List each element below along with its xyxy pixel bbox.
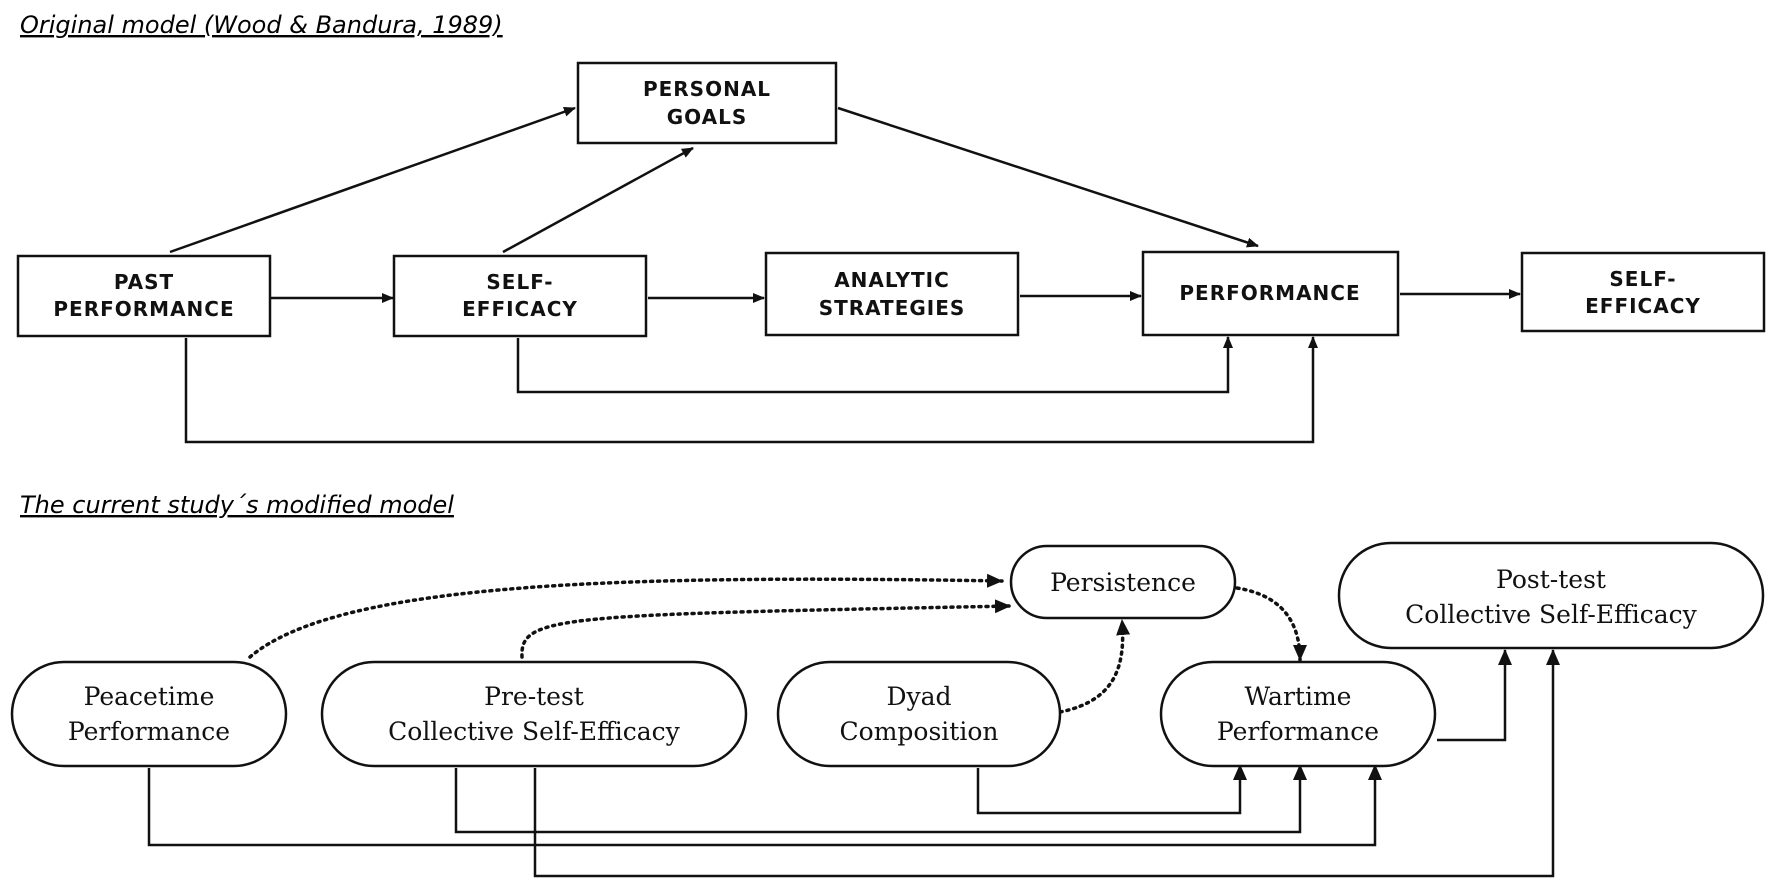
box-self-efficacy-line2: EFFICACY xyxy=(462,297,578,321)
oval-persistence-line1: Persistence xyxy=(1050,568,1196,597)
oval-peacetime-line2: Performance xyxy=(68,717,230,746)
oval-wartime-line1: Wartime xyxy=(1245,682,1352,711)
arrow-dyad-to-wartime xyxy=(976,764,1247,815)
oval-post-test-line2: Collective Self-Efficacy xyxy=(1405,600,1698,629)
oval-post-test-line1: Post-test xyxy=(1496,565,1606,594)
arrow-efficacy-to-goals xyxy=(502,146,694,254)
modified-model-solid-connectors xyxy=(147,649,1560,878)
oval-persistence: Persistence xyxy=(1009,544,1237,620)
oval-post-test: Post-test Collective Self-Efficacy xyxy=(1337,541,1765,650)
box-performance-line1: PERFORMANCE xyxy=(1179,281,1360,305)
box-self-efficacy: SELF- EFFICACY xyxy=(392,254,648,338)
box-analytic-strategies: ANALYTIC STRATEGIES xyxy=(764,251,1020,337)
box-self-efficacy-out-line2: EFFICACY xyxy=(1585,294,1701,318)
original-model-heading: Original model (Wood & Bandura, 1989) xyxy=(20,11,503,39)
box-past-performance: PAST PERFORMANCE xyxy=(16,254,272,338)
box-past-performance-line1: PAST xyxy=(114,270,174,294)
arrow-efficacy-bottom-to-performance xyxy=(516,336,1233,394)
box-performance: PERFORMANCE xyxy=(1141,250,1400,337)
oval-dyad-line1: Dyad xyxy=(886,682,951,711)
arrow-pretest-to-posttest xyxy=(533,649,1560,878)
box-self-efficacy-line1: SELF- xyxy=(486,270,553,294)
arrow-pretest-to-wartime xyxy=(454,764,1307,834)
box-self-efficacy-out: SELF- EFFICACY xyxy=(1520,251,1766,333)
box-self-efficacy-out-line1: SELF- xyxy=(1609,267,1676,291)
modified-model-dotted-connectors xyxy=(248,573,1307,714)
oval-pre-test-line2: Collective Self-Efficacy xyxy=(388,717,681,746)
dotted-arrow-peacetime-to-persistence xyxy=(248,573,1004,659)
arrow-peacetime-to-wartime xyxy=(147,764,1382,847)
box-personal-goals-line1: PERSONAL xyxy=(643,77,771,101)
oval-pre-test: Pre-test Collective Self-Efficacy xyxy=(320,660,748,768)
dotted-arrow-pretest-to-persistence xyxy=(520,599,1012,659)
dotted-arrow-dyad-to-persistence xyxy=(1058,618,1131,714)
arrow-past-bottom-to-performance xyxy=(184,336,1318,444)
arrow-goals-to-performance xyxy=(837,106,1259,248)
original-model-connectors xyxy=(169,106,1521,444)
box-analytic-strategies-line1: ANALYTIC xyxy=(834,268,950,292)
dotted-arrow-persistence-to-wartime xyxy=(1235,586,1307,662)
arrow-past-to-goals xyxy=(169,106,576,254)
oval-dyad: Dyad Composition xyxy=(776,660,1062,768)
box-analytic-strategies-line2: STRATEGIES xyxy=(819,296,966,320)
oval-pre-test-line1: Pre-test xyxy=(484,682,584,711)
box-past-performance-line2: PERFORMANCE xyxy=(53,297,234,321)
oval-peacetime: Peacetime Performance xyxy=(10,660,288,768)
arrow-wartime-to-posttest xyxy=(1437,649,1512,742)
modified-model-heading: The current study´s modified model xyxy=(20,491,454,519)
box-personal-goals-line2: GOALS xyxy=(667,105,748,129)
oval-wartime: Wartime Performance xyxy=(1159,660,1437,768)
oval-wartime-line2: Performance xyxy=(1217,717,1379,746)
box-personal-goals: PERSONAL GOALS xyxy=(576,61,838,145)
oval-dyad-line2: Composition xyxy=(840,717,999,746)
oval-peacetime-line1: Peacetime xyxy=(84,682,215,711)
